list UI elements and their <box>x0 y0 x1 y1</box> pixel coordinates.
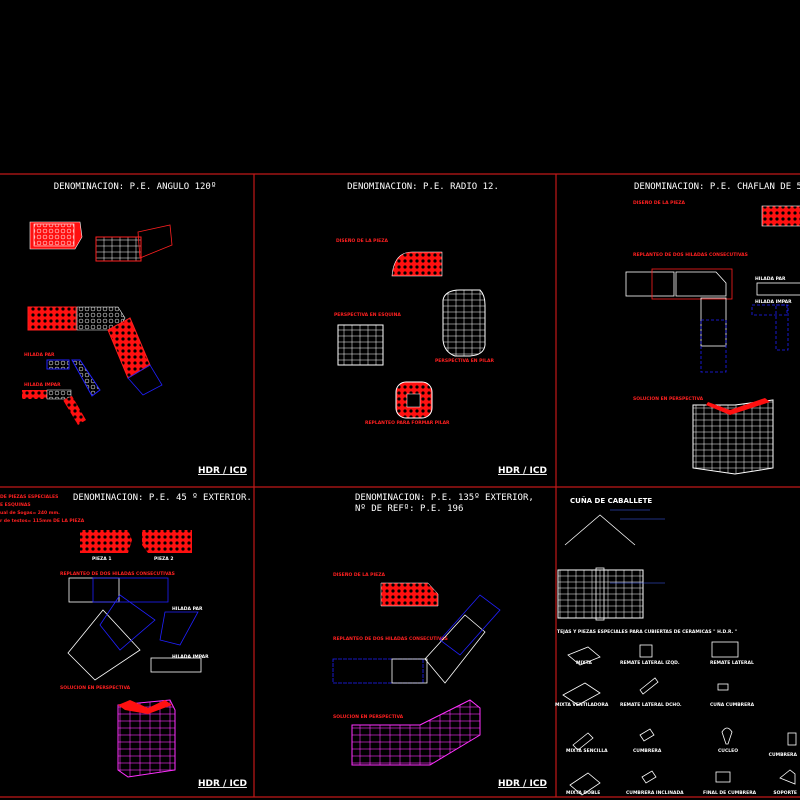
panel-title: DENOMINACION: P.E. RADIO 12. <box>347 182 499 192</box>
label: HILADA IMPAR <box>24 382 61 388</box>
tile-label: CUCLEO <box>718 748 738 754</box>
label: DISEÑO DE LA PIEZA <box>333 571 385 578</box>
hdr-icd-logo: HDR / ICD <box>498 466 547 476</box>
panel-135-exterior: DENOMINACION: P.E. 135º EXTERIOR, Nº DE … <box>332 493 547 789</box>
tile-item: CUMBRERA <box>633 728 662 754</box>
ridge-detail-drawing <box>557 509 665 621</box>
label: HILADA IMPAR <box>172 654 209 660</box>
label: SOLUCION EN PERSPECTIVA <box>333 714 404 720</box>
brick-piece-drawing <box>22 221 173 425</box>
label: HILADA IMPAR <box>755 299 792 305</box>
brick-piece-drawing <box>332 582 501 766</box>
label: HILADA PAR <box>172 606 203 612</box>
hdr-icd-logo: HDR / ICD <box>498 779 547 789</box>
brick-piece-drawing <box>67 530 202 778</box>
tile-item: SOPORTE <box>773 769 797 796</box>
panel-title: CUÑA DE CABALLETE <box>570 496 652 505</box>
panel-chaflan: DENOMINACION: P.E. CHAFLAN DE 5 DISEÑO D… <box>625 182 800 475</box>
tile-item: CUÑA CUMBRERA <box>710 683 755 708</box>
tile-item: CUMBRERA INCLINADA <box>626 770 684 796</box>
tile-label: FINAL DE CUMBRERA <box>703 790 757 796</box>
tile-label: CUÑA CUMBRERA <box>710 701 755 708</box>
hdr-icd-logo: HDR / ICD <box>198 779 247 789</box>
tile-label: REMATE LATERAL IZQD. <box>620 660 680 666</box>
note: ual de Sogas= 240 mm. <box>0 510 60 516</box>
hdr-icd-logo: HDR / ICD <box>198 466 247 476</box>
tile-item: REMATE LATERAL IZQD. <box>620 644 680 666</box>
label: REPLANTEO DE DOS HILADAS CONSECUTIVAS <box>633 252 748 258</box>
tile-label: SOPORTE <box>773 790 797 796</box>
label: HILADA PAR <box>24 352 55 358</box>
tile-label: CUMBRERA <box>633 748 662 754</box>
label: HILADA PAR <box>755 276 786 282</box>
tile-item: REMATE LATERAL DCHO. <box>620 677 682 708</box>
sheet-frames <box>0 173 800 798</box>
label: REPLANTEO PARA FORMAR PILAR <box>365 420 450 426</box>
label: REPLANTEO DE DOS HILADAS CONSECUTIVAS <box>60 571 175 577</box>
label: REPLANTEO DE DOS HILADAS CONSECUTIVAS <box>333 636 448 642</box>
panel-title: DENOMINACION: P.E. 135º EXTERIOR, <box>355 493 534 503</box>
panel-subtitle: Nº DE REFº: P.E. 196 <box>355 504 463 514</box>
tile-item: FINAL DE CUMBRERA <box>703 771 757 796</box>
tile-label: MIXTA DOBLE <box>566 790 600 796</box>
panel-45-exterior: DENOMINACION: P.E. 45 º EXTERIOR. DE PIE… <box>0 493 252 789</box>
label: SOLUCION EN PERSPECTIVA <box>633 396 704 402</box>
tile-label: MIXTA <box>576 660 592 666</box>
tile-label: MIXTA VENTILADORA <box>555 702 609 708</box>
panel-title: DENOMINACION: P.E. 45 º EXTERIOR. <box>73 493 252 503</box>
tile-label: REMATE LATERAL DCHO. <box>620 702 682 708</box>
tile-item: CUMBRERA <box>769 732 798 758</box>
notes: DE PIEZAS ESPECIALES E ESQUINAS ual de S… <box>0 494 85 524</box>
tiles-heading: TEJAS Y PIEZAS ESPECIALES PARA CUBIERTAS… <box>557 629 737 635</box>
brick-piece-drawing <box>337 251 486 419</box>
panel-title: DENOMINACION: P.E. CHAFLAN DE 5 <box>634 182 800 192</box>
label: PIEZA 2 <box>154 556 174 562</box>
tile-label: REMATE LATERAL <box>710 660 754 666</box>
label: DISEÑO DE LA PIEZA <box>633 199 685 206</box>
panel-radio-12: DENOMINACION: P.E. RADIO 12. DISEÑO DE L… <box>334 182 547 476</box>
label: PERSPECTIVA EN PILAR <box>435 358 494 364</box>
panel-title: DENOMINACION: P.E. ANGULO 120º <box>54 182 217 192</box>
tile-label: CUMBRERA <box>769 752 798 758</box>
tile-item: REMATE LATERAL <box>710 641 754 666</box>
panel-angulo-120: DENOMINACION: P.E. ANGULO 120º HILADA PA… <box>22 182 247 476</box>
label: SOLUCION EN PERSPECTIVA <box>60 685 131 691</box>
tile-item: CUCLEO <box>718 727 738 754</box>
label: PIEZA 1 <box>92 556 112 562</box>
label: DISEÑO DE LA PIEZA <box>336 237 388 244</box>
tile-item: MIXTA SENCILLA <box>566 732 608 754</box>
tile-catalog: MIXTA REMATE LATERAL IZQD. REMATE LATERA… <box>555 641 798 796</box>
tile-label: CUMBRERA INCLINADA <box>626 790 684 796</box>
tile-item: MIXTA DOBLE <box>566 772 601 796</box>
brick-piece-drawing <box>625 205 800 475</box>
label: PERSPECTIVA EN ESQUINA <box>334 312 401 318</box>
note: DE PIEZAS ESPECIALES <box>0 494 58 500</box>
tile-item: MIXTA <box>567 646 601 666</box>
note: E ESQUINAS <box>0 502 31 508</box>
note: r de testos= 115mm DE LA PIEZA <box>0 518 85 524</box>
tile-item: MIXTA VENTILADORA <box>555 682 609 708</box>
panel-tejas: CUÑA DE CABALLETE TEJAS Y PIEZAS ESPECIA… <box>555 496 798 796</box>
tile-label: MIXTA SENCILLA <box>566 748 608 754</box>
